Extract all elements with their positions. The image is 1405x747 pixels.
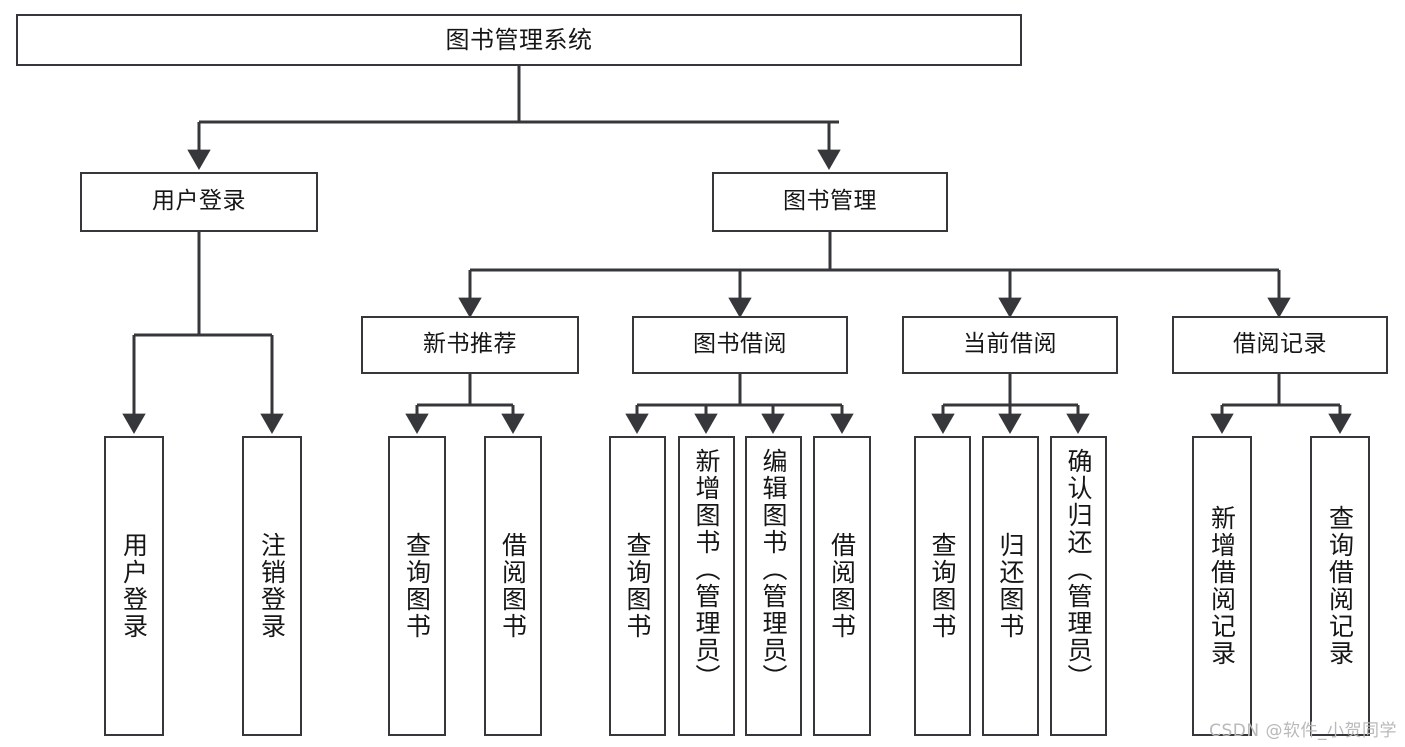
node-borrow-record[interactable]: 借阅记录 bbox=[1172, 316, 1388, 374]
node-leaf-logout[interactable]: 注销登录 bbox=[242, 436, 302, 736]
node-leaf-confirm-return-label: 确认归还（管理员） bbox=[1064, 448, 1093, 691]
node-book-borrow-label: 图书借阅 bbox=[693, 331, 787, 358]
node-leaf-borrow-book-2-label: 借阅图书 bbox=[827, 532, 857, 640]
node-root-label: 图书管理系统 bbox=[445, 25, 593, 54]
node-leaf-query-record[interactable]: 查询借阅记录 bbox=[1310, 436, 1370, 736]
node-leaf-query-book-1[interactable]: 查询图书 bbox=[388, 436, 446, 736]
node-leaf-add-book[interactable]: 新增图书（管理员） bbox=[678, 436, 735, 736]
node-user-login-label: 用户登录 bbox=[152, 188, 246, 215]
node-book-borrow[interactable]: 图书借阅 bbox=[632, 316, 848, 374]
node-leaf-borrow-book-1[interactable]: 借阅图书 bbox=[484, 436, 542, 736]
node-leaf-query-book-2[interactable]: 查询图书 bbox=[609, 436, 666, 736]
node-current-borrow[interactable]: 当前借阅 bbox=[902, 316, 1118, 374]
node-book-management-label: 图书管理 bbox=[783, 188, 877, 215]
node-borrow-record-label: 借阅记录 bbox=[1233, 331, 1327, 358]
node-leaf-query-book-3[interactable]: 查询图书 bbox=[914, 436, 971, 736]
node-leaf-confirm-return[interactable]: 确认归还（管理员） bbox=[1050, 436, 1107, 736]
node-leaf-add-record[interactable]: 新增借阅记录 bbox=[1192, 436, 1252, 736]
node-new-book-recommend[interactable]: 新书推荐 bbox=[361, 316, 579, 374]
node-leaf-query-book-2-label: 查询图书 bbox=[623, 532, 652, 640]
node-leaf-edit-book-label: 编辑图书（管理员） bbox=[759, 448, 788, 691]
node-leaf-user-login-label: 用户登录 bbox=[119, 532, 149, 640]
node-leaf-return-book-label: 归还图书 bbox=[996, 532, 1025, 640]
node-leaf-user-login[interactable]: 用户登录 bbox=[104, 436, 164, 736]
node-book-management[interactable]: 图书管理 bbox=[712, 172, 948, 232]
node-leaf-logout-label: 注销登录 bbox=[257, 532, 287, 640]
node-leaf-add-record-label: 新增借阅记录 bbox=[1207, 505, 1237, 667]
node-leaf-query-book-1-label: 查询图书 bbox=[402, 532, 432, 640]
node-leaf-return-book[interactable]: 归还图书 bbox=[982, 436, 1039, 736]
node-root[interactable]: 图书管理系统 bbox=[16, 14, 1022, 66]
node-leaf-edit-book[interactable]: 编辑图书（管理员） bbox=[745, 436, 802, 736]
node-leaf-add-book-label: 新增图书（管理员） bbox=[692, 448, 721, 691]
node-leaf-borrow-book-2[interactable]: 借阅图书 bbox=[813, 436, 871, 736]
node-new-book-recommend-label: 新书推荐 bbox=[423, 331, 517, 358]
node-current-borrow-label: 当前借阅 bbox=[963, 331, 1057, 358]
node-leaf-borrow-book-1-label: 借阅图书 bbox=[498, 532, 528, 640]
node-leaf-query-record-label: 查询借阅记录 bbox=[1325, 505, 1355, 667]
node-user-login[interactable]: 用户登录 bbox=[80, 172, 318, 232]
watermark-text: CSDN @软件_小贺同学 bbox=[1209, 721, 1397, 741]
node-leaf-query-book-3-label: 查询图书 bbox=[928, 532, 957, 640]
